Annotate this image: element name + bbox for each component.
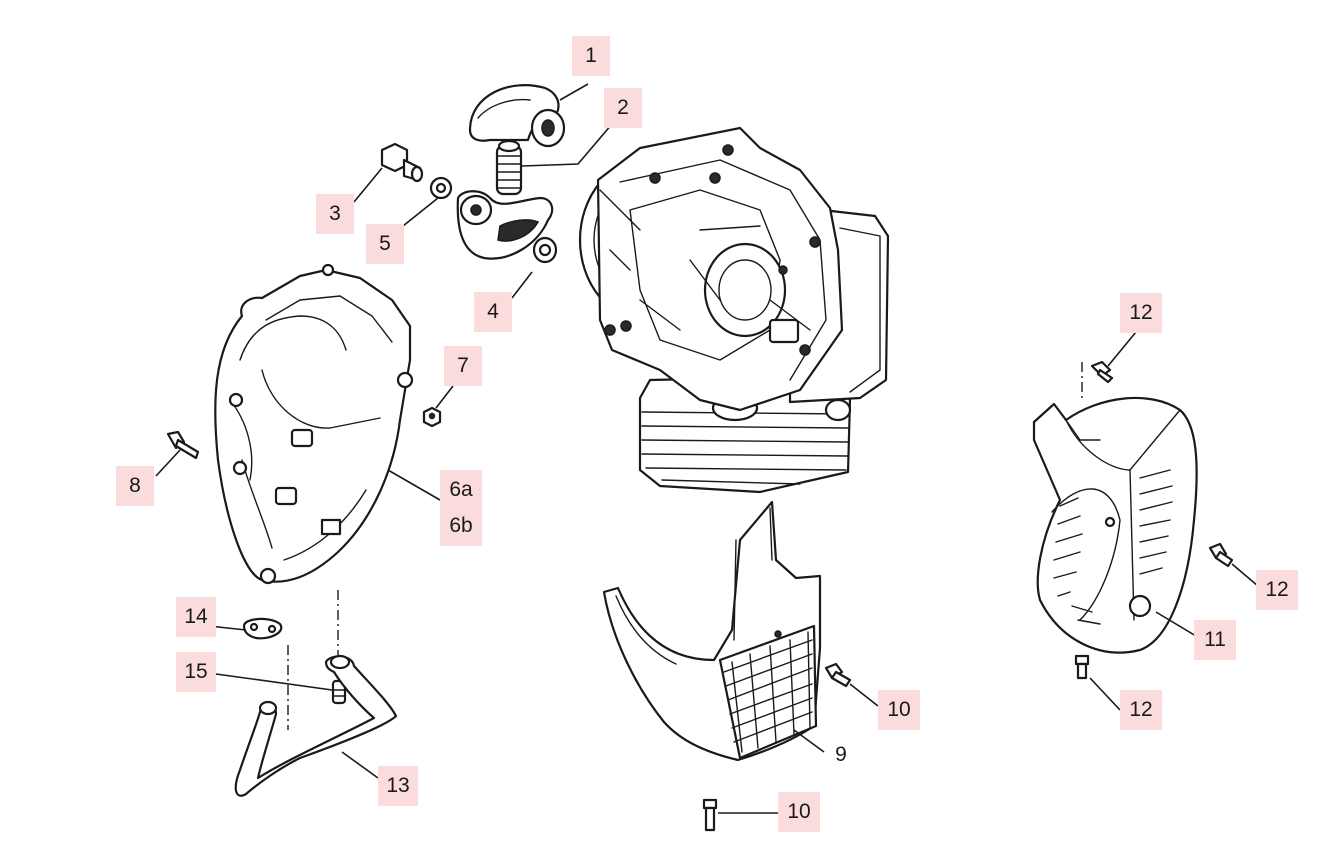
leader-lines (155, 83, 1259, 814)
part-4-washer (532, 236, 558, 264)
callout-15: 15 (176, 652, 216, 692)
callout-10-upper: 10 (878, 690, 920, 730)
part-14-plate (242, 617, 283, 640)
callout-14: 14 (176, 597, 216, 637)
part-15-screw (331, 679, 347, 705)
callout-13: 13 (378, 766, 418, 806)
part-12-screw-right (1208, 542, 1234, 568)
callout-12-top: 12 (1120, 293, 1162, 333)
part-7-nut (422, 406, 442, 428)
part-3-shoulder-bolt (380, 142, 424, 183)
part-1-clutch-shoe-upper (468, 84, 566, 148)
part-9-lower-cover (602, 500, 822, 762)
part-5-washer (429, 176, 453, 200)
part-10-screw-upper (824, 662, 852, 688)
part-11-muffler-guard (1032, 396, 1198, 654)
callout-8: 8 (116, 466, 154, 506)
callout-5: 5 (366, 224, 404, 264)
part-2-spring (495, 139, 523, 196)
part-6-fan-housing (214, 263, 414, 585)
callout-12-right: 12 (1256, 570, 1298, 610)
callout-4: 4 (474, 292, 512, 332)
part-12-screw-bottom (1074, 654, 1090, 680)
callout-1: 1 (572, 36, 610, 76)
callout-3: 3 (316, 194, 354, 234)
part-13-bracket (234, 654, 398, 797)
callout-7: 7 (444, 346, 482, 386)
callout-12-bottom: 12 (1120, 690, 1162, 730)
callout-6a: 6a (440, 470, 482, 510)
callout-9: 9 (835, 743, 847, 766)
clutch-shoe-lower (456, 190, 554, 260)
callout-6b: 6b (440, 506, 482, 546)
callout-2: 2 (604, 88, 642, 128)
part-10-screw-lower (702, 798, 718, 832)
part-8-screw (166, 430, 200, 460)
part-12-screw-top (1090, 360, 1114, 384)
callout-10-lower: 10 (778, 792, 820, 832)
engine-block (578, 126, 890, 494)
callout-11: 11 (1194, 620, 1236, 660)
